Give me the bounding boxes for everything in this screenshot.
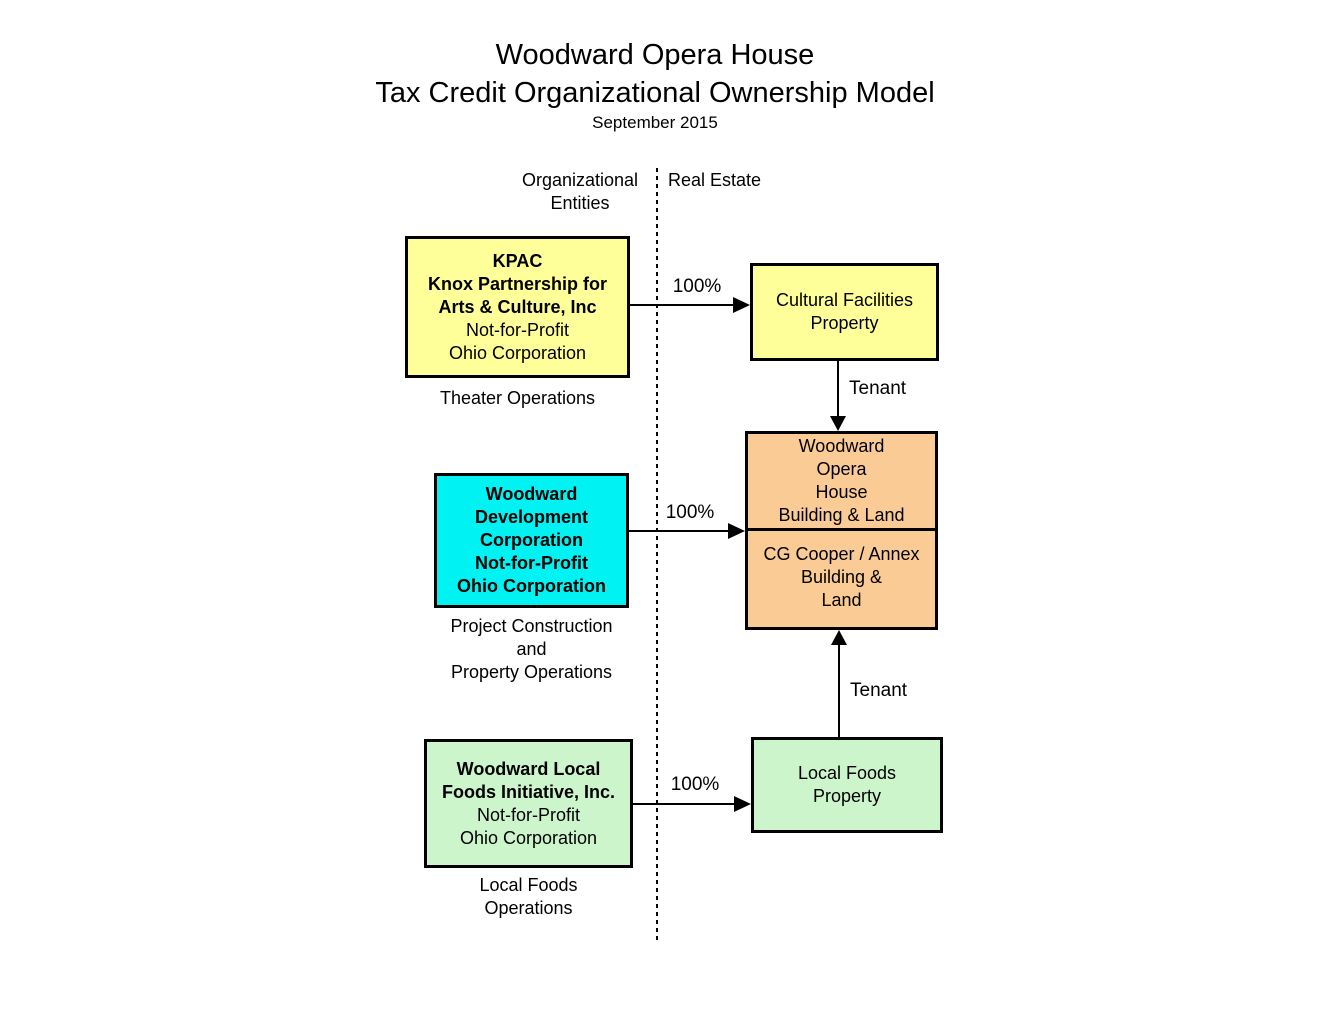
arrowhead-up-icon bbox=[831, 630, 847, 645]
cell-cg-cooper-annex: CG Cooper / Annex Building & Land bbox=[763, 544, 920, 610]
node-local-foods-property: Local Foods Property bbox=[751, 737, 943, 833]
cell-opera-house-building: Woodward Opera House Building & Land bbox=[748, 434, 935, 531]
label-tenant-bottom: Tenant bbox=[850, 680, 908, 701]
node-woodward-local-foods: Woodward Local Foods Initiative, Inc. No… bbox=[424, 739, 633, 868]
arrow-line-wlfi-ownership bbox=[633, 803, 734, 805]
arrowhead-down-icon bbox=[830, 416, 846, 431]
column-divider-dashed-line bbox=[656, 168, 658, 940]
caption-project-construction: Project Construction and Property Operat… bbox=[450, 616, 613, 682]
page-title: Woodward Opera House bbox=[495, 39, 815, 71]
column-header-real-estate: Real Estate bbox=[668, 170, 762, 190]
label-ownership-pct-kpac: 100% bbox=[672, 276, 722, 297]
arrow-line-wdc-ownership bbox=[629, 530, 728, 532]
arrowhead-right-icon bbox=[728, 523, 745, 539]
arrowhead-right-icon bbox=[734, 796, 751, 812]
node-kpac: KPAC Knox Partnership for Arts & Culture… bbox=[405, 236, 630, 378]
page-subtitle: Tax Credit Organizational Ownership Mode… bbox=[375, 77, 935, 109]
node-opera-house-cooper-annex: Woodward Opera House Building & Land CG … bbox=[745, 431, 938, 630]
caption-local-foods-operations: Local Foods Operations bbox=[479, 875, 578, 918]
caption-theater-operations: Theater Operations bbox=[439, 388, 596, 408]
label-ownership-pct-wlfi: 100% bbox=[670, 774, 720, 795]
label-ownership-pct-wdc: 100% bbox=[665, 502, 715, 523]
title-block: Woodward Opera House Tax Credit Organiza… bbox=[155, 36, 1155, 134]
arrow-line-kpac-ownership bbox=[630, 304, 733, 306]
node-woodward-development: Woodward Development Corporation Not-for… bbox=[434, 473, 629, 608]
label-tenant-top: Tenant bbox=[849, 378, 907, 399]
arrowhead-right-icon bbox=[733, 297, 750, 313]
arrow-line-tenant-bottom bbox=[838, 644, 840, 737]
arrow-line-tenant-top bbox=[837, 360, 839, 417]
title-date: September 2015 bbox=[592, 113, 718, 132]
column-header-organizational-entities: Organizational Entities bbox=[521, 170, 639, 213]
node-cultural-facilities-property: Cultural Facilities Property bbox=[750, 263, 939, 361]
